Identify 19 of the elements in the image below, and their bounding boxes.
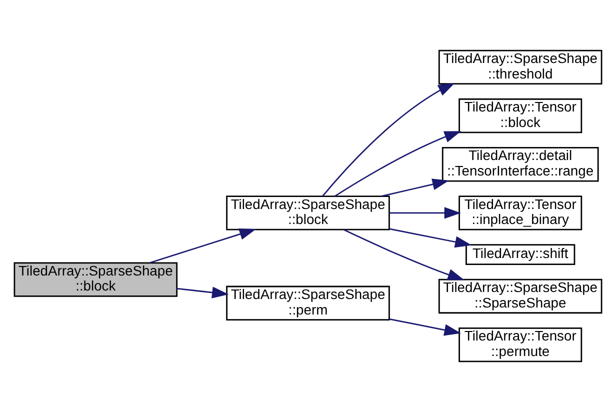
arrow [389,318,461,336]
node-box: TiledArray::SparseShape ::block [14,262,178,297]
arrow [381,178,450,197]
arrow [150,228,256,264]
arrow [389,207,462,219]
node-box: TiledArray::Tensor ::permute [458,327,582,362]
node-box: TiledArray::SparseShape ::SparseShape [438,278,602,314]
arrow [176,286,229,298]
node-box: TiledArray::detail ::TensorInterface::range [442,147,599,182]
node-box: TiledArray::Tensor ::block [458,98,582,134]
node-box: TiledArray::SparseShape ::perm [226,286,390,320]
arrow [389,228,472,248]
arrow [322,83,455,197]
node-box: TiledArray::SparseShape ::threshold [438,50,602,85]
node-box: TiledArray::SparseShape ::block [226,196,390,230]
node-box: TiledArray::shift [466,244,576,265]
arrow [343,229,464,280]
node-box: TiledArray::Tensor ::inplace_binary [458,196,582,230]
arrow [334,131,462,197]
